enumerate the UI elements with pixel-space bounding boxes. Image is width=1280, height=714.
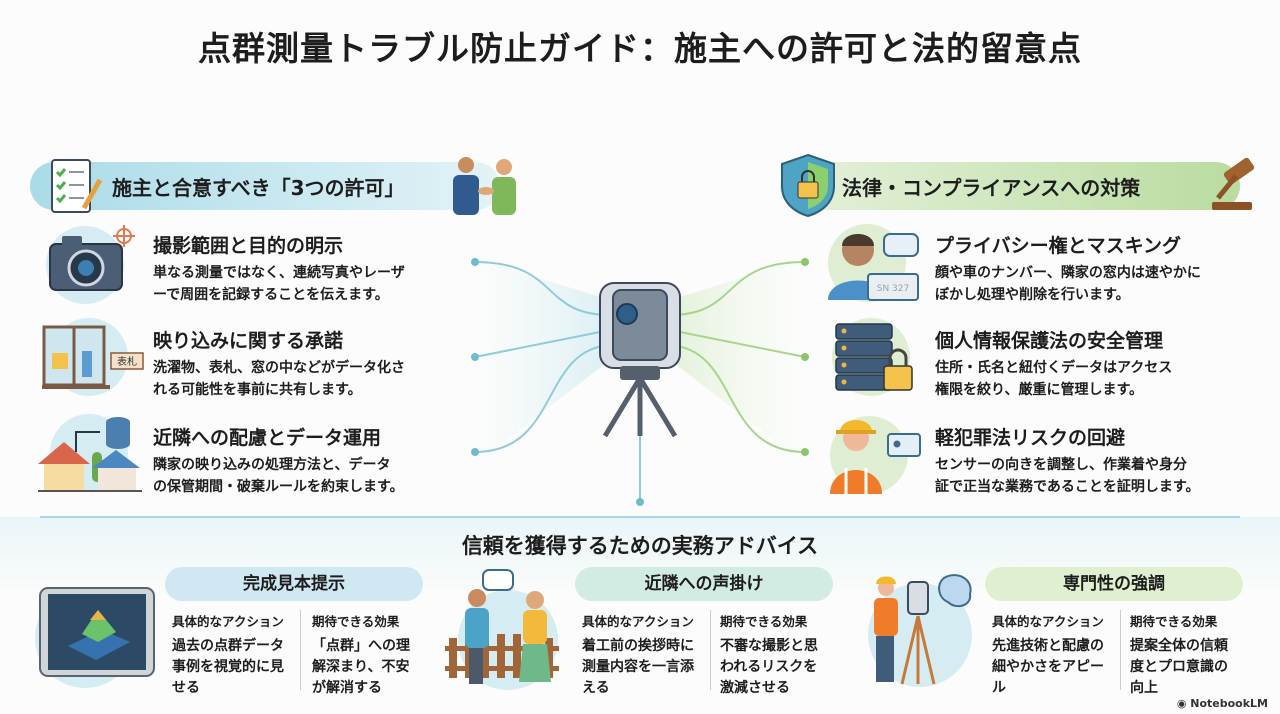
effect-label: 期待できる効果 — [720, 614, 808, 629]
action-text: 過去の点群データ事例を視覚的に見せる — [172, 638, 284, 696]
notebooklm-label: NotebookLM — [1190, 697, 1268, 710]
camera-icon — [49, 225, 135, 291]
page-title: 点群測量トラブル防止ガイド：施主への許可と法的留意点 — [198, 29, 1082, 68]
compliance-title: 個人情報保護法の安全管理 — [935, 330, 1164, 352]
effect-text: 「点群」への理解深まり、不安が解消する — [312, 638, 410, 696]
connector-lines — [471, 258, 809, 506]
effect-text: 提案全体の信頼度とプロ意識の向上 — [1130, 638, 1228, 696]
window-laundry-icon: 表札 — [42, 325, 144, 389]
column-divider — [710, 610, 711, 690]
permission-title: 撮影範囲と目的の明示 — [153, 235, 344, 257]
permission-desc: 隣家の映り込みの処理方法と、データの保管期間・破棄ルールを約束します。 — [153, 457, 404, 495]
advice-section-bg — [0, 517, 1280, 714]
section-divider — [40, 516, 1240, 518]
compliance-header-label: 法律・コンプライアンスへの対策 — [842, 175, 1141, 200]
permission-title: 近隣への配慮とデータ運用 — [153, 427, 382, 449]
column-divider — [1120, 610, 1121, 690]
compliance-desc: 顔や車のナンバー、隣家の窓内は速やかにぼかし処理や削除を行います。 — [935, 265, 1201, 303]
server-lock-icon — [835, 323, 913, 391]
houses-database-icon — [38, 417, 142, 492]
laser-scanner-icon — [599, 282, 681, 438]
compliance-desc: 住所・氏名と紐付くデータはアクセス権限を絞り、厳重に管理します。 — [935, 360, 1173, 398]
handshake-people-icon — [453, 157, 516, 215]
advice-title: 信頼を獲得するための実務アドバイス — [461, 534, 819, 558]
notebooklm-logo-icon: ◉ — [1176, 697, 1191, 710]
license-plate-text: SN 327 — [877, 284, 909, 294]
column-divider — [300, 610, 301, 690]
action-label: 具体的なアクション — [172, 614, 284, 629]
permission-desc: 単なる測量ではなく、連続写真やレーザーで周囲を記録することを伝えます。 — [153, 265, 405, 303]
tablet-pointcloud-icon — [39, 587, 155, 677]
surveyor-brain-icon — [874, 574, 972, 685]
advice-card-title: 近隣への声掛け — [575, 567, 833, 601]
effect-label: 期待できる効果 — [312, 614, 400, 629]
effect-text: 不審な撮影と思われるリスクを激減させる — [720, 638, 818, 696]
checklist-icon — [51, 159, 103, 213]
advice-card-title: 完成見本提示 — [165, 567, 423, 601]
nameplate-text: 表札 — [117, 355, 137, 368]
worker-id-badge-icon — [830, 420, 921, 494]
effect-label: 期待できる効果 — [1130, 614, 1218, 629]
action-text: 先進技術と配慮の細やかさをアピール — [992, 638, 1104, 696]
compliance-desc: センサーの向きを調整し、作業着や身分証で正当な業務であることを証明します。 — [935, 457, 1200, 495]
compliance-title: 軽犯罪法リスクの回避 — [935, 427, 1126, 449]
shield-lock-icon — [781, 153, 835, 218]
neighbors-talking-icon — [445, 569, 559, 684]
compliance-title: プライバシー権とマスキング — [935, 235, 1182, 257]
action-label: 具体的なアクション — [992, 614, 1104, 629]
permission-title: 映り込みに関する承諾 — [153, 330, 344, 352]
advice-card-title: 専門性の強調 — [985, 567, 1243, 601]
compliance-header: 法律・コンプライアンスへの対策 — [780, 162, 1240, 210]
action-label: 具体的なアクション — [582, 614, 694, 629]
permissions-header: 施主と合意すべき「3つの許可」 — [30, 162, 500, 210]
gavel-icon — [1212, 158, 1255, 210]
notebooklm-watermark: ◉ NotebookLM — [1177, 697, 1268, 710]
permissions-header-label: 施主と合意すべき「3つの許可」 — [112, 175, 405, 200]
action-text: 着工前の挨拶時に測量内容を一言添える — [582, 638, 694, 696]
permission-desc: 洗濯物、表札、窓の中などがデータ化される可能性を事前に共有します。 — [153, 360, 405, 398]
blurred-face-icon: SN 327 — [828, 233, 919, 301]
